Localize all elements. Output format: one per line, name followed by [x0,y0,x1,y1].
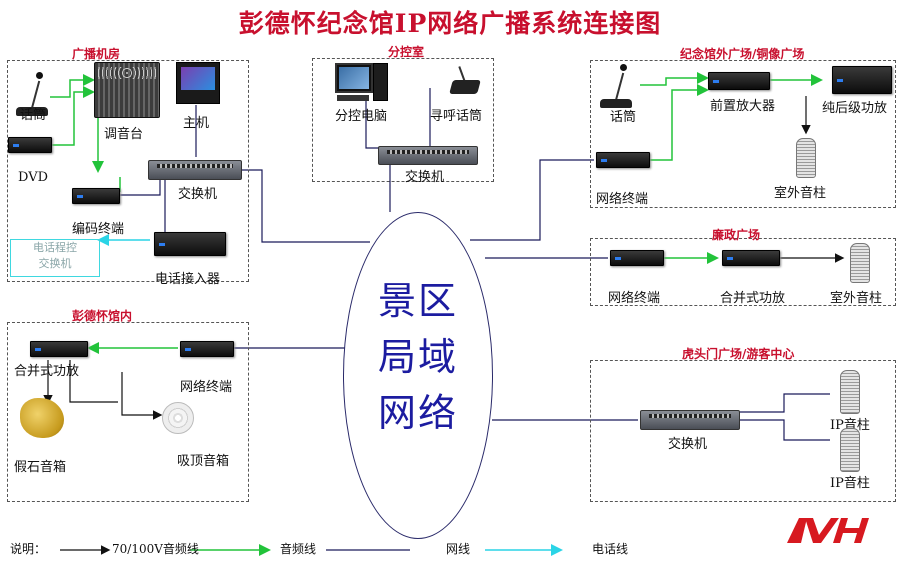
rock-speaker-icon [20,398,64,438]
microphone-icon [596,62,636,108]
power-amp-icon [832,66,892,94]
switch-label-3: 交换机 [668,433,707,452]
ip-column-speaker-icon [840,428,860,472]
rock-speaker-label: 假石音箱 [14,456,66,475]
mixing-amp-icon [30,341,88,357]
phone-switch-label-2: 交换机 [11,256,99,272]
encoder-label: 编码终端 [72,218,124,237]
phone-access-icon [154,232,226,256]
legend-label-audio: 音频线 [280,540,316,557]
column-speaker-icon [850,243,870,283]
mixamp-label-1: 合并式功放 [720,287,785,306]
mixer-label: 调音台 [104,123,143,142]
ip-col-label-2: IP音柱 [830,472,870,491]
broadcast-room-title: 广播机房 [72,45,120,62]
switch-icon [378,146,478,165]
legend-label-speaker: 70/100V音频线 [112,540,199,557]
control-room-title: 分控室 [388,43,424,60]
lan-text-1: 景区 [378,270,458,325]
ip-column-speaker-icon [840,370,860,414]
dvd-label: DVD [18,170,48,185]
network-terminal-icon [610,250,664,266]
mixamp-label-2: 合并式功放 [14,360,79,379]
network-terminal-icon [596,152,650,168]
mixer-icon [94,62,160,118]
phone-access-label: 电话接入器 [155,268,220,287]
preamp-label: 前置放大器 [710,95,775,114]
lan-text-2: 局域 [378,326,458,381]
mixing-amp-icon [722,250,780,266]
host-icon [176,62,220,104]
paging-mic-label: 寻呼话筒 [430,105,482,124]
encoder-terminal-icon [72,188,120,204]
legend-prefix: 说明： [10,540,46,557]
legend-label-phone: 电话线 [592,540,628,557]
mic-label: 话筒 [20,104,46,123]
outdoor-col-label-2: 室外音柱 [830,287,882,306]
net-term-label-1: 网络终端 [596,188,648,207]
column-speaker-icon [796,138,816,178]
phone-switch-box: 电话程控 交换机 [10,239,100,277]
net-term-label-2: 网络终端 [608,287,660,306]
phone-switch-label-1: 电话程控 [11,240,99,256]
legend-label-network: 网线 [446,540,470,557]
avh-logo [785,515,875,545]
outdoor-col-label-1: 室外音柱 [774,182,826,201]
lianzheng-title: 廉政广场 [712,226,760,243]
lan-text-3: 网络 [378,382,458,437]
preamp-icon [708,72,770,90]
tiger-gate-title: 虎头门广场/游客中心 [682,345,794,362]
switch-icon [148,160,242,180]
inner-hall-title: 彭德怀馆内 [72,307,132,324]
ceiling-speaker-icon [162,402,194,434]
ceil-speaker-label: 吸顶音箱 [177,450,229,469]
switch-icon [640,410,740,430]
power-amp-label: 纯后级功放 [822,97,887,116]
outer-square-title: 纪念馆外广场/铜像广场 [680,45,804,62]
network-terminal-icon [180,341,234,357]
net-term-label-3: 网络终端 [180,376,232,395]
mic-label-2: 话筒 [610,106,636,125]
ctrl-pc-label: 分控电脑 [335,105,387,124]
dvd-player-icon [8,137,52,153]
host-label: 主机 [183,112,209,131]
switch-label-1: 交换机 [178,183,217,202]
switch-label-2: 交换机 [405,166,444,185]
paging-mic-icon [443,64,479,94]
